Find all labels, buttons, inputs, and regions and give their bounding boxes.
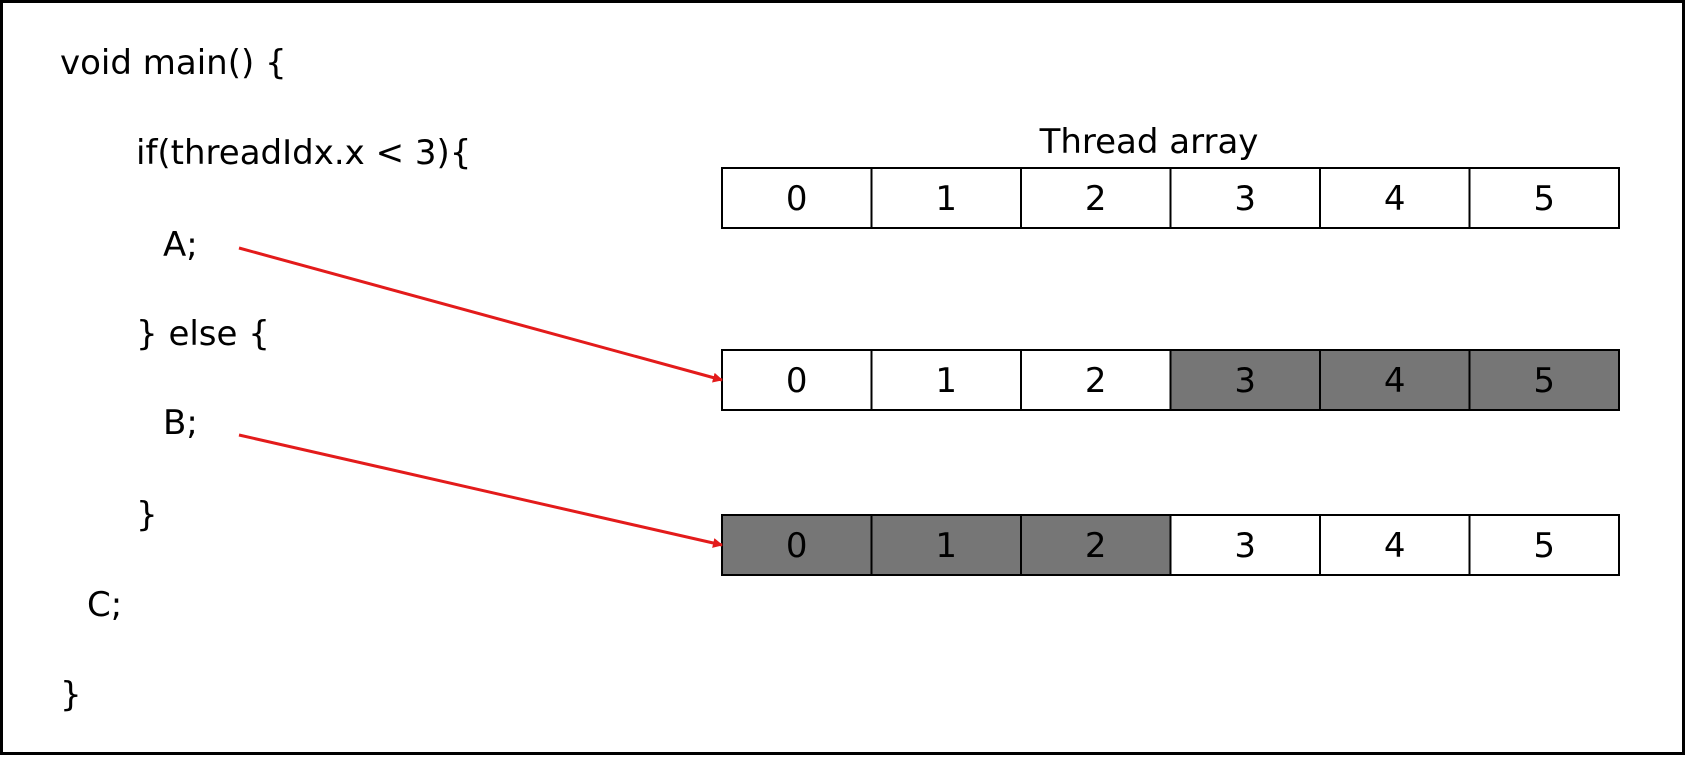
- thread-row-branch-a: 0 1 2 3 4 5: [721, 349, 1620, 411]
- arrow-branch-b: [238, 433, 723, 548]
- arrow-branch-a: [238, 246, 723, 383]
- thread-cell-label-branch-a-0: 0: [786, 361, 808, 401]
- thread-cell-branch-a-3: [1169, 349, 1321, 411]
- thread-cell-label-branch-b-4: 4: [1384, 526, 1406, 566]
- thread-cell-branch-a-2: [1020, 349, 1172, 411]
- thread-cell-label-branch-a-3: 3: [1234, 361, 1256, 401]
- thread-row-all-threads: 0 1 2 3 4 5: [721, 167, 1620, 229]
- code-line-main-open: void main() {: [60, 43, 287, 83]
- thread-cell-branch-a-5: [1468, 349, 1620, 411]
- thread-cell-label-branch-b-2: 2: [1085, 526, 1107, 566]
- thread-cell-branch-b-1: [870, 514, 1022, 576]
- thread-cell-label-all-threads-3: 3: [1234, 179, 1256, 219]
- thread-cell-label-all-threads-4: 4: [1384, 179, 1406, 219]
- thread-cell-label-all-threads-5: 5: [1533, 179, 1555, 219]
- code-line-if-close: }: [136, 495, 158, 535]
- thread-cell-label-all-threads-0: 0: [786, 179, 808, 219]
- thread-cell-branch-a-1: [870, 349, 1022, 411]
- code-line-else: } else {: [136, 314, 270, 354]
- thread-cell-label-branch-a-4: 4: [1384, 361, 1406, 401]
- code-line-c: C;: [87, 585, 123, 625]
- thread-cell-branch-a-4: [1319, 349, 1471, 411]
- thread-cell-all-threads-5: [1468, 167, 1620, 229]
- thread-cell-label-branch-a-5: 5: [1533, 361, 1555, 401]
- thread-cell-label-branch-a-1: 1: [935, 361, 957, 401]
- thread-cell-label-branch-b-0: 0: [786, 526, 808, 566]
- thread-cell-label-all-threads-2: 2: [1085, 179, 1107, 219]
- thread-cell-branch-b-2: [1020, 514, 1172, 576]
- thread-cell-all-threads-1: [870, 167, 1022, 229]
- thread-cell-branch-b-5: [1468, 514, 1620, 576]
- thread-rows: 0 1 2 3 4 5 0 1 2 3 4 5 0 1 2 3 4 5: [721, 167, 1620, 576]
- thread-cell-label-branch-a-2: 2: [1085, 361, 1107, 401]
- thread-cell-all-threads-3: [1169, 167, 1321, 229]
- code-line-if: if(threadIdx.x < 3){: [136, 133, 472, 173]
- thread-cell-label-branch-b-3: 3: [1234, 526, 1256, 566]
- thread-array-diagram: Thread array 0 1 2 3 4 5 0 1 2 3 4 5 0 1 2 3 4 5: [238, 122, 1620, 576]
- thread-cell-label-branch-b-5: 5: [1533, 526, 1555, 566]
- code-line-b: B;: [163, 403, 198, 443]
- thread-row-branch-b: 0 1 2 3 4 5: [721, 514, 1620, 576]
- thread-array-title: Thread array: [1039, 122, 1259, 162]
- thread-cell-branch-b-0: [721, 514, 873, 576]
- code-line-a: A;: [163, 225, 198, 265]
- arrows: [238, 246, 723, 548]
- thread-cell-branch-b-4: [1319, 514, 1471, 576]
- thread-cell-label-branch-b-1: 1: [935, 526, 957, 566]
- thread-cell-label-all-threads-1: 1: [935, 179, 957, 219]
- code-line-main-close: }: [60, 675, 82, 715]
- thread-cell-branch-b-3: [1169, 514, 1321, 576]
